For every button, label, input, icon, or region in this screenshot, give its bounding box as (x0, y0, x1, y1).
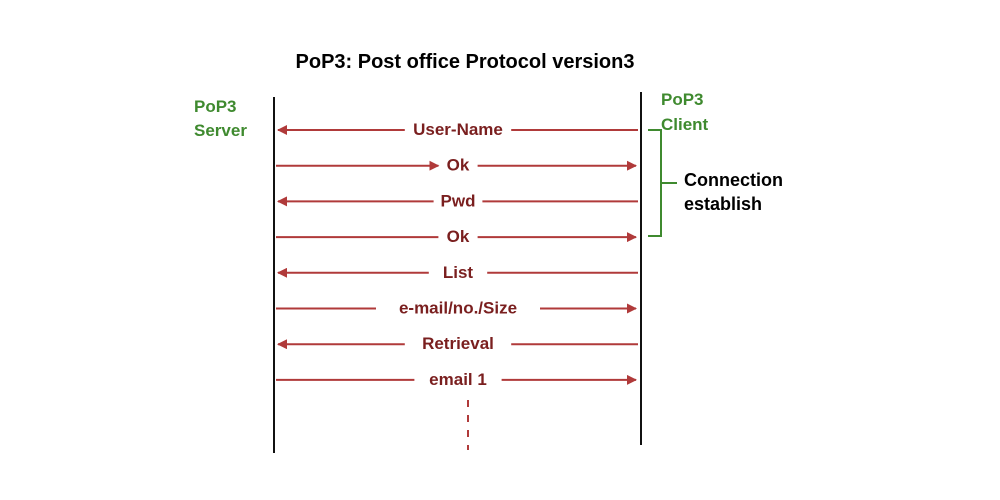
message-4-label: Ok (447, 227, 470, 246)
message-3-label: Pwd (441, 191, 476, 210)
message-6-label: e-mail/no./Size (399, 299, 517, 318)
note-line2: establish (684, 194, 762, 214)
messages: User-NameOkPwdOkListe-mail/no./SizeRetri… (276, 120, 638, 389)
message-2-label: Ok (447, 156, 470, 175)
message-2: Ok (276, 156, 637, 175)
server-label-line2: Server (194, 121, 247, 140)
message-8-label: email 1 (429, 370, 487, 389)
client-label-line2: Client (661, 115, 709, 134)
note-line1: Connection (684, 170, 783, 190)
client-label-line1: PoP3 (661, 90, 704, 109)
message-4: Ok (276, 227, 637, 246)
client-label: PoP3 Client (661, 90, 709, 134)
connection-bracket (648, 129, 677, 237)
message-3: Pwd (277, 191, 638, 210)
server-label-line1: PoP3 (194, 97, 237, 116)
message-5-label: List (443, 263, 474, 282)
server-label: PoP3 Server (194, 97, 247, 140)
message-1-label: User-Name (413, 120, 503, 139)
message-6: e-mail/no./Size (276, 299, 637, 318)
message-5: List (277, 263, 638, 282)
message-7-label: Retrieval (422, 334, 494, 353)
message-7: Retrieval (277, 334, 638, 353)
diagram-title: PoP3: Post office Protocol version3 (296, 51, 635, 73)
message-1: User-Name (277, 120, 638, 139)
message-8: email 1 (276, 370, 637, 389)
